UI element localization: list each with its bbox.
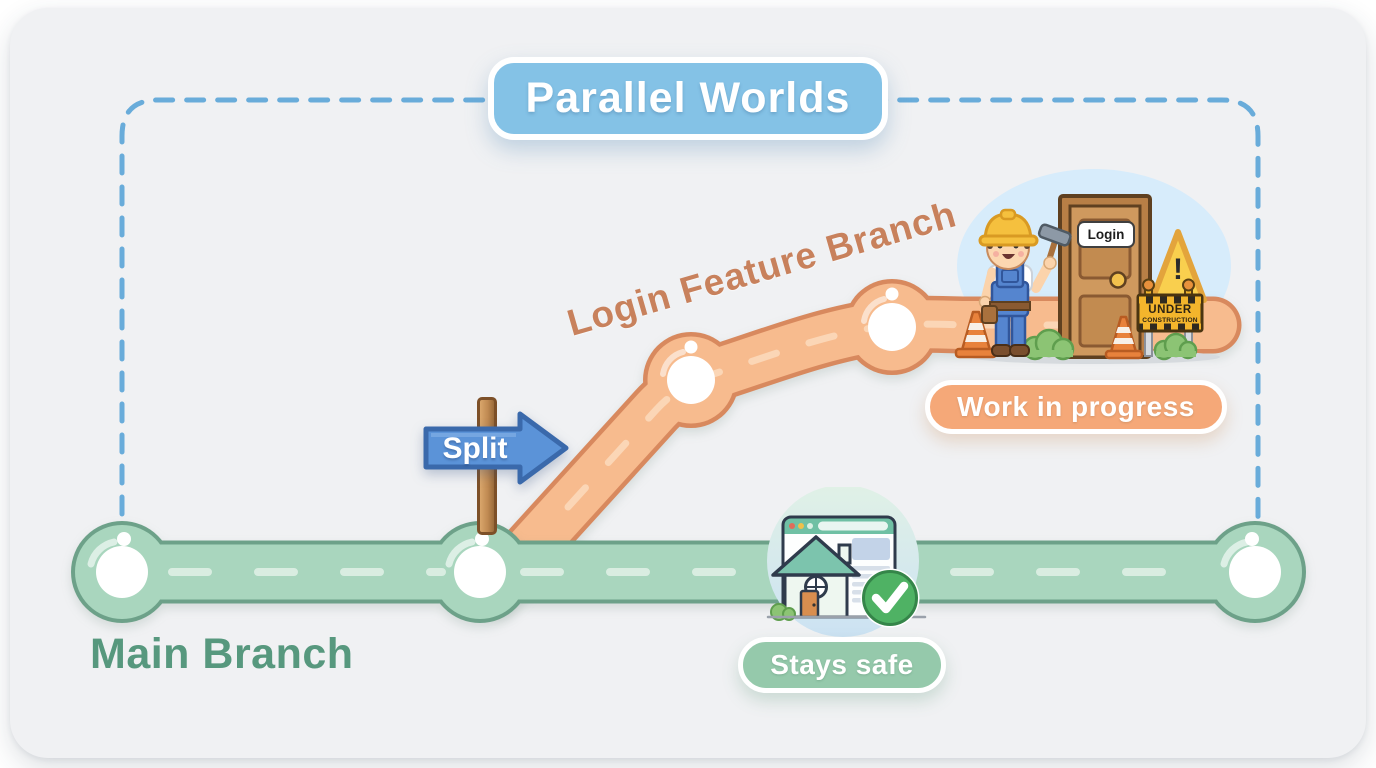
warning-exclamation: ! xyxy=(1173,253,1183,286)
construction-scene xyxy=(954,194,1220,364)
work-in-progress-badge: Work in progress xyxy=(925,380,1227,434)
worker-illustration xyxy=(978,208,1072,357)
under-construction-line1: UNDER xyxy=(1148,304,1192,316)
commit-node xyxy=(868,303,916,351)
under-construction-line2: CONSTRUCTION xyxy=(1142,317,1198,325)
commit-node xyxy=(96,546,148,598)
door-login-sign: Login xyxy=(1077,221,1135,248)
stays-safe-badge: Stays safe xyxy=(738,637,946,693)
traffic-cone-icon xyxy=(954,310,998,359)
house-icon xyxy=(770,535,861,621)
doorknob xyxy=(1109,271,1127,289)
under-construction-sign-text: UNDER CONSTRUCTION xyxy=(1139,304,1201,334)
main-branch-label: Main Branch xyxy=(90,630,354,678)
safe-home-scene xyxy=(766,487,927,637)
bush-icon xyxy=(1153,332,1198,361)
split-sign-label: Split xyxy=(442,432,508,465)
split-arrow-sign xyxy=(423,411,569,485)
bush-icon xyxy=(1022,328,1075,361)
barricade-sign xyxy=(1136,278,1204,357)
check-circle-icon xyxy=(860,568,920,628)
hard-hat-icon xyxy=(978,208,1039,247)
commit-node xyxy=(1229,546,1281,598)
main-branch-road xyxy=(71,521,1306,623)
diagram-title: Parallel Worlds xyxy=(525,74,851,122)
traffic-cone-icon xyxy=(1104,315,1144,360)
feature-branch-road xyxy=(468,279,1242,614)
title-badge: Parallel Worlds xyxy=(488,57,888,140)
commit-node xyxy=(454,546,506,598)
commit-node xyxy=(667,356,715,404)
split-signpost: Split xyxy=(420,393,572,543)
